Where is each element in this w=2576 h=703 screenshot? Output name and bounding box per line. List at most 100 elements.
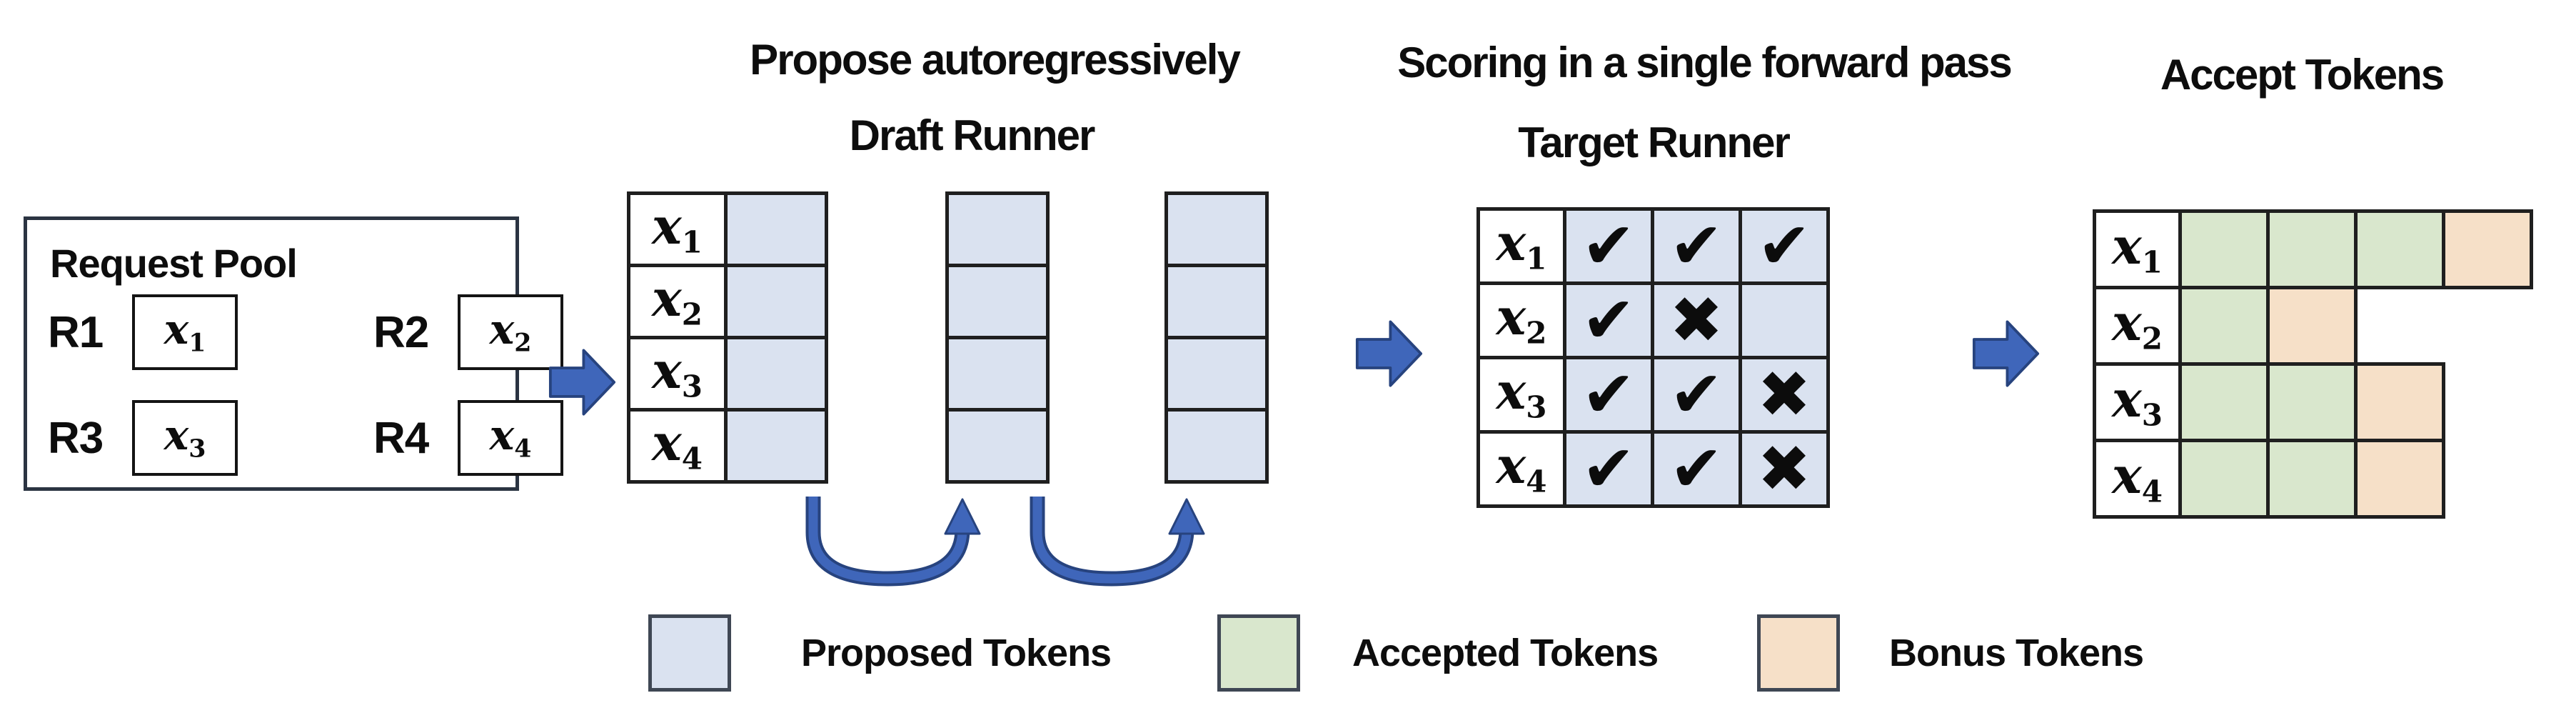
proposed-token-cell	[724, 408, 828, 484]
accepted-token-cell	[2266, 209, 2358, 289]
table-row: x2✔✖	[1476, 281, 1830, 359]
row-label-cell: x2	[2093, 286, 2182, 366]
table-row: x2	[2093, 286, 2532, 366]
request-id-label: R3	[48, 413, 104, 463]
table-row: x1✔✔✔	[1476, 207, 1830, 285]
table-row	[1164, 191, 1269, 267]
table-row	[1164, 336, 1269, 412]
accepted-token-cell	[2178, 439, 2270, 519]
check-icon: ✔	[1651, 430, 1742, 508]
token-label: x1	[163, 304, 206, 358]
request-token-box: x2	[458, 294, 563, 370]
table-row: x4	[2093, 439, 2532, 519]
proposed-token-cell	[724, 191, 828, 267]
legend-label-proposed: Proposed Tokens	[801, 632, 1112, 674]
bonus-token-cell	[2354, 439, 2445, 519]
row-label-cell: x4	[627, 408, 728, 484]
table-row	[1164, 408, 1269, 484]
proposed-token-cell	[1164, 336, 1269, 412]
bonus-token-cell	[2354, 362, 2445, 442]
row-label-cell: x3	[1476, 356, 1566, 434]
stage-title-scoring: Scoring in a single forward pass	[1397, 39, 2013, 86]
table-row	[1164, 264, 1269, 339]
request-token-box: x3	[132, 400, 238, 476]
token-label: x3	[1496, 362, 1547, 425]
proposed-token-cell	[1164, 408, 1269, 484]
legend-item-proposed: Proposed Tokens	[648, 613, 1112, 693]
legend-swatch-bonus-icon	[1757, 614, 1840, 692]
legend-label-bonus: Bonus Tokens	[1889, 632, 2144, 674]
proposed-token-cell	[1164, 264, 1269, 339]
row-label-cell: x4	[1476, 430, 1566, 508]
flow-arrow-icon-2	[1355, 320, 1423, 387]
table-row	[945, 408, 1050, 484]
proposed-token-cell	[945, 408, 1050, 484]
token-label: x4	[2112, 445, 2163, 509]
row-label-cell: x1	[627, 191, 728, 267]
legend-swatch-proposed-icon	[648, 614, 731, 692]
request-entry: R4 x4	[373, 400, 563, 476]
token-label: x2	[1496, 287, 1547, 351]
cross-icon: ✖	[1651, 281, 1742, 359]
request-id-label: R1	[48, 307, 104, 357]
row-label-cell: x2	[1476, 281, 1566, 359]
accepted-token-cell	[2178, 362, 2270, 442]
token-label: x2	[652, 268, 703, 332]
stage-title-draft-runner: Draft Runner	[849, 111, 1096, 159]
row-label-cell: x4	[2093, 439, 2182, 519]
row-label-cell: x1	[1476, 207, 1566, 285]
proposed-token-cell	[724, 336, 828, 412]
table-row: x1	[2093, 209, 2533, 289]
table-row: x2	[627, 264, 828, 339]
table-row: x4	[627, 408, 828, 484]
cross-icon: ✖	[1739, 356, 1830, 434]
token-label: x1	[1496, 213, 1547, 276]
bonus-token-cell	[2442, 209, 2533, 289]
legend-swatch-accepted-icon	[1217, 614, 1300, 692]
legend-item-bonus: Bonus Tokens	[1757, 613, 2144, 693]
token-label: x3	[652, 340, 703, 404]
check-icon: ✔	[1651, 207, 1742, 285]
check-icon: ✔	[1563, 430, 1654, 508]
accepted-token-cell	[2178, 209, 2270, 289]
accepted-token-cell	[2266, 439, 2358, 519]
table-row: x3	[2093, 362, 2532, 442]
flow-arrow-icon-3	[1972, 320, 2040, 387]
bonus-token-cell	[2266, 286, 2358, 366]
token-label: x2	[2112, 292, 2163, 357]
row-label-cell: x1	[2093, 209, 2182, 289]
check-icon: ✔	[1563, 207, 1654, 285]
accepted-token-cell	[2354, 209, 2445, 289]
row-label-cell: x3	[627, 336, 728, 412]
accepted-token-cell	[2178, 286, 2270, 366]
accepted-token-cell	[2266, 362, 2358, 442]
request-id-label: R2	[373, 307, 429, 357]
token-label: x4	[489, 410, 532, 464]
token-label: x3	[163, 410, 206, 464]
table-row: x3✔✔✖	[1476, 356, 1830, 434]
table-row	[945, 336, 1050, 412]
request-token-box: x1	[132, 294, 238, 370]
check-icon: ✔	[1651, 356, 1742, 434]
token-label: x1	[652, 196, 703, 260]
table-row: x3	[627, 336, 828, 412]
token-label: x4	[1496, 436, 1547, 499]
table-row: x1	[627, 191, 828, 267]
stage-title-accept: Accept Tokens	[2160, 51, 2445, 99]
request-entry: R1 x1	[48, 294, 238, 370]
proposed-token-cell	[945, 336, 1050, 412]
table-row: x4✔✔✖	[1476, 430, 1830, 508]
request-entry: R2 x2	[373, 294, 563, 370]
loop-arrow-icon-1	[805, 497, 981, 587]
legend-label-accepted: Accepted Tokens	[1352, 632, 1659, 674]
proposed-token-cell	[945, 191, 1050, 267]
stage-title-target-runner: Target Runner	[1518, 119, 1791, 166]
proposed-token-cell	[945, 264, 1050, 339]
legend-item-accepted: Accepted Tokens	[1217, 613, 1659, 693]
token-label: x2	[489, 304, 532, 358]
request-token-box: x4	[458, 400, 563, 476]
cross-icon: ✖	[1739, 430, 1830, 508]
check-icon: ✔	[1739, 207, 1830, 285]
